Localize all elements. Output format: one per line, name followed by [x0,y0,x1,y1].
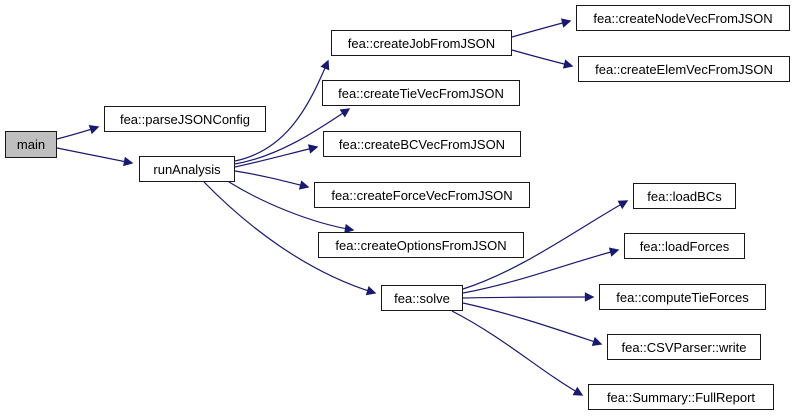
node-create-job-from-json[interactable]: fea::createJobFromJSON [331,30,512,56]
edge-solve-to-loadbcs [462,200,629,290]
edge-solve-to-loadforces [462,247,620,294]
node-main: main [5,131,57,158]
node-create-tie-vec-from-json[interactable]: fea::createTieVecFromJSON [322,80,520,106]
edge-runanalysis-to-createforcevecfromjson [234,170,310,190]
node-create-bc-vec-from-json[interactable]: fea::createBCVecFromJSON [323,131,521,157]
edge-runanalysis-to-createtievecfromjson [234,108,351,165]
edge-runanalysis-to-createbcvecfromjson [234,144,319,168]
node-solve[interactable]: fea::solve [381,285,463,311]
node-create-elem-vec-from-json[interactable]: fea::createElemVecFromJSON [578,56,790,82]
edge-main-to-parsejsonconfig [56,125,100,140]
edge-runanalysis-to-createoptionsfromjson [228,181,355,234]
node-compute-tie-forces[interactable]: fea::computeTieForces [599,284,766,310]
edge-solve-to-summaryfullreport [451,310,584,396]
edge-main-to-runanalysis [56,147,134,167]
node-run-analysis[interactable]: runAnalysis [139,156,235,182]
node-create-options-from-json[interactable]: fea::createOptionsFromJSON [318,232,524,258]
node-create-force-vec-from-json[interactable]: fea::createForceVecFromJSON [314,182,530,208]
node-create-node-vec-from-json[interactable]: fea::createNodeVecFromJSON [576,5,790,31]
edge-solve-to-computetieforces [462,292,595,302]
node-summary-full-report[interactable]: fea::Summary::FullReport [588,384,774,410]
edge-createjobfromjson-to-createnodevecfromjson [511,18,572,38]
node-csv-parser-write[interactable]: fea::CSVParser::write [607,334,761,360]
edge-runanalysis-to-createjobfromjson [234,59,330,162]
node-load-bcs[interactable]: fea::loadBCs [633,183,736,209]
edge-createjobfromjson-to-createelemvecfromjson [511,49,574,69]
node-load-forces[interactable]: fea::loadForces [624,233,745,259]
edge-runanalysis-to-solve [203,181,377,296]
edge-solve-to-csvparserwrite [462,302,603,346]
node-parse-json-config[interactable]: fea::parseJSONConfig [104,106,266,132]
